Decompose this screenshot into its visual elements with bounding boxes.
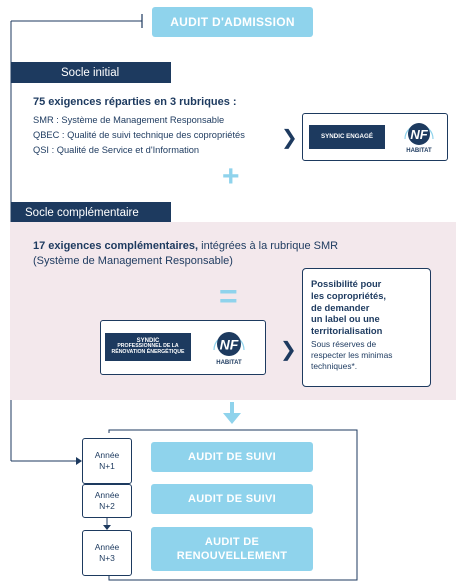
possibility-title: Possibilité pour les copropriétés, de de… xyxy=(311,278,422,337)
syndic-renovation-line-3: RÉNOVATION ÉNERGÉTIQUE xyxy=(111,349,185,356)
year-arrow-2 xyxy=(103,525,111,530)
syndic-renovation-tag: SYNDIC PROFESSIONNEL DE LA RÉNOVATION ÉN… xyxy=(105,333,191,361)
socle-complementaire-subtitle: (Système de Management Responsable) xyxy=(33,255,233,267)
audits-frame xyxy=(108,429,358,581)
habitat-label: HABITAT xyxy=(406,148,432,154)
socle-complementaire-title: 17 exigences complémentaires, intégrées … xyxy=(33,240,338,252)
possibility-note-line-2: respecter les minimas xyxy=(311,349,393,360)
audit-admission-label: AUDIT D'ADMISSION xyxy=(170,15,295,29)
nf-logo-svg: NF xyxy=(404,123,434,145)
possibility-title-line-1: Possibilité pour xyxy=(311,278,382,289)
syndic-engage-tag: SYNDIC ENGAGÉ xyxy=(309,125,385,149)
svg-text:NF: NF xyxy=(220,337,239,353)
plus-sign: + xyxy=(222,160,240,193)
possibility-title-line-5: territorialisation xyxy=(311,325,383,336)
possibility-title-line-3: de demander xyxy=(311,301,370,313)
audit-suivi-n1-button[interactable]: AUDIT DE SUIVI xyxy=(151,442,313,472)
audit-suivi-n1-label: AUDIT DE SUIVI xyxy=(188,451,276,463)
socle-initial-header-text: Socle initial xyxy=(61,66,120,79)
audit-renouvellement-line-1: AUDIT DE xyxy=(204,535,260,548)
year-box-n3: Année N+3 xyxy=(82,530,132,576)
syndic-renovation-line-2: PROFESSIONNEL DE LA xyxy=(117,343,179,350)
nf-habitat-renovation-logo: SYNDIC PROFESSIONNEL DE LA RÉNOVATION ÉN… xyxy=(100,320,266,375)
svg-text:NF: NF xyxy=(410,127,428,142)
rubrique-smr: SMR : Système de Management Responsable xyxy=(33,115,225,125)
nf-habitat-syndic-engage-logo: SYNDIC ENGAGÉ NF HABITAT xyxy=(302,113,448,161)
year-label: Année xyxy=(94,449,120,460)
audit-renouvellement-line-2: RENOUVELLEMENT xyxy=(176,550,288,562)
audit-suivi-n2-button[interactable]: AUDIT DE SUIVI xyxy=(151,484,313,514)
syndic-engage-label: SYNDIC ENGAGÉ xyxy=(321,133,373,141)
habitat-label: HABITAT xyxy=(216,360,242,366)
rubrique-qsi: QSI : Qualité de Service et d'Informatio… xyxy=(33,145,200,155)
possibility-title-line-2: les copropriétés, xyxy=(311,289,387,301)
possibility-note-line-1: Sous réserves de xyxy=(311,338,377,349)
socle-complementaire-header: Socle complémentaire xyxy=(11,202,171,223)
chevron-right-icon: ❯ xyxy=(280,339,297,361)
chevron-right-icon: ❯ xyxy=(281,127,298,149)
audit-renouvellement-button[interactable]: AUDIT DE RENOUVELLEMENT xyxy=(151,527,313,571)
socle-complementaire-title-bold: 17 exigences complémentaires, xyxy=(33,240,199,252)
rubrique-qbec: QBEC : Qualité de suivi technique des co… xyxy=(33,130,245,140)
year-label: Année xyxy=(94,541,120,552)
year-value: N+2 xyxy=(99,501,115,511)
socle-initial-title: 75 exigences réparties en 3 rubriques : xyxy=(33,96,237,108)
rail-arrow-head xyxy=(76,457,82,465)
possibility-note: Sous réserves de respecter les minimas t… xyxy=(311,339,422,372)
year-value: N+1 xyxy=(99,461,115,471)
socle-complementaire-title-rest: intégrées à la rubrique SMR xyxy=(198,240,339,252)
year-box-n1: Année N+1 xyxy=(82,438,132,484)
nf-logo-icon: NF xyxy=(208,326,250,358)
possibility-title-line-4: un label ou une xyxy=(311,313,380,325)
down-arrow-head xyxy=(223,413,241,424)
socle-initial-header: Socle initial xyxy=(11,62,171,83)
socle-complementaire-header-text: Socle complémentaire xyxy=(25,206,139,219)
possibility-note-line-3: techniques*. xyxy=(311,360,358,371)
nf-logo-icon: NF xyxy=(399,117,439,147)
syndic-renovation-line-1: SYNDIC xyxy=(136,337,160,344)
year-box-n2: Année N+2 xyxy=(82,484,132,518)
audit-suivi-n2-label: AUDIT DE SUIVI xyxy=(188,493,276,505)
nf-logo-svg: NF xyxy=(213,332,245,356)
equals-sign: = xyxy=(219,278,238,314)
year-value: N+3 xyxy=(99,553,115,563)
year-label: Année xyxy=(94,489,120,500)
audit-admission-button[interactable]: AUDIT D'ADMISSION xyxy=(152,7,313,37)
possibility-box: Possibilité pour les copropriétés, de de… xyxy=(302,268,431,387)
